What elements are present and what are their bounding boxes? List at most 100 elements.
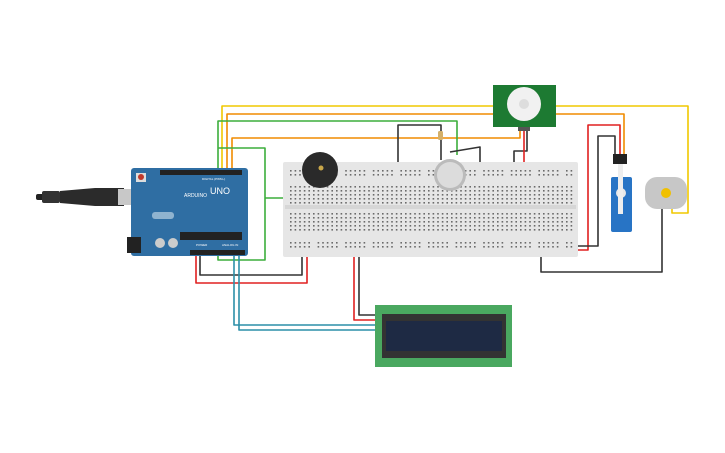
breadboard-hole [556, 221, 559, 223]
breadboard-hole [570, 213, 573, 215]
breadboard-hole [506, 194, 508, 196]
breadboard-hole [510, 198, 513, 200]
resistor[interactable] [438, 131, 443, 140]
breadboard-hole [556, 242, 559, 244]
breadboard-hole [336, 213, 338, 215]
wire-green-gas[interactable] [217, 120, 458, 170]
breadboard-hole [303, 202, 306, 204]
breadboard-hole [405, 242, 407, 244]
breadboard-hole [552, 242, 554, 244]
breadboard-hole [354, 213, 356, 215]
breadboard-hole [487, 170, 490, 172]
breadboard-hole [529, 194, 531, 196]
breadboard-hole [510, 202, 513, 204]
breadboard-hole [515, 174, 517, 176]
breadboard-hole [382, 174, 384, 176]
breadboard-hole [510, 229, 513, 231]
wire-red-lcd[interactable] [353, 250, 378, 321]
wire-red-5v[interactable] [195, 250, 308, 284]
breadboard-hole [409, 190, 412, 192]
breadboard-hole [294, 174, 297, 176]
wire-black-motor[interactable] [540, 208, 663, 273]
wire-black-gnd[interactable] [199, 247, 303, 276]
wire-teal-1[interactable] [233, 256, 378, 326]
breadboard-hole [428, 225, 430, 227]
pir-sensor[interactable] [493, 85, 556, 131]
breadboard-hole [359, 213, 361, 215]
breadboard-hole [359, 217, 361, 219]
breadboard-hole [377, 198, 379, 200]
breadboard-hole [400, 246, 402, 248]
breadboard-hole [409, 221, 412, 223]
breadboard-hole [391, 186, 393, 188]
dc-motor[interactable] [645, 177, 687, 209]
wire-orange-pir[interactable] [231, 128, 521, 170]
breadboard[interactable] [283, 162, 578, 257]
breadboard-hole [469, 217, 471, 219]
breadboard-hole [556, 194, 559, 196]
wire-black-servo[interactable] [557, 135, 616, 247]
breadboard-hole [524, 170, 527, 172]
breadboard-hole [386, 242, 389, 244]
breadboard-hole [561, 194, 563, 196]
gas-sensor[interactable] [434, 159, 466, 191]
wire-black-lcd[interactable] [358, 250, 378, 316]
breadboard-hole [294, 170, 297, 172]
breadboard-hole [570, 174, 573, 176]
breadboard-hole [533, 213, 536, 215]
breadboard-hole [570, 242, 573, 244]
breadboard-hole [474, 198, 476, 200]
breadboard-hole [478, 229, 481, 231]
breadboard-hole [455, 213, 458, 215]
breadboard-hole [349, 170, 352, 172]
breadboard-hole [423, 229, 425, 231]
wire-orange-servo[interactable] [226, 113, 625, 170]
breadboard-hole [506, 217, 508, 219]
breadboard-hole [336, 246, 338, 248]
breadboard-hole [543, 217, 545, 219]
breadboard-hole [533, 217, 536, 219]
breadboard-hole [547, 221, 550, 223]
breadboard-hole [487, 190, 490, 192]
breadboard-hole [354, 221, 356, 223]
piezo-buzzer[interactable] [302, 152, 338, 188]
breadboard-hole [566, 213, 568, 215]
breadboard-hole [552, 194, 554, 196]
breadboard-hole [460, 190, 462, 192]
breadboard-hole [474, 246, 476, 248]
usb-cable [36, 188, 136, 206]
breadboard-hole [354, 186, 356, 188]
arduino-uno[interactable]: ARDUINO UNO DIGITAL (PWM~) POWER ANALOG … [127, 168, 248, 256]
breadboard-hole [308, 190, 310, 192]
breadboard-hole [423, 190, 425, 192]
breadboard-hole [386, 198, 389, 200]
breadboard-hole [510, 213, 513, 215]
breadboard-hole [299, 174, 301, 176]
breadboard-hole [464, 213, 467, 215]
breadboard-hole [409, 229, 412, 231]
wire-teal-2[interactable] [238, 256, 378, 331]
wire-yellow[interactable] [221, 105, 689, 214]
breadboard-hole [294, 246, 297, 248]
breadboard-hole [464, 221, 467, 223]
breadboard-hole [409, 225, 412, 227]
breadboard-hole [556, 229, 559, 231]
servo-motor[interactable] [611, 154, 632, 232]
breadboard-hole [538, 213, 540, 215]
breadboard-hole [538, 221, 540, 223]
lcd-display[interactable] [375, 305, 512, 367]
breadboard-hole [359, 246, 361, 248]
breadboard-hole [432, 186, 435, 188]
breadboard-hole [386, 246, 389, 248]
breadboard-hole [478, 198, 481, 200]
breadboard-hole [363, 174, 366, 176]
breadboard-hole [515, 186, 517, 188]
breadboard-hole [460, 242, 462, 244]
breadboard-hole [317, 190, 320, 192]
breadboard-hole [570, 225, 573, 227]
breadboard-hole [455, 246, 458, 248]
breadboard-hole [543, 225, 545, 227]
breadboard-hole [464, 194, 467, 196]
breadboard-hole [294, 225, 297, 227]
